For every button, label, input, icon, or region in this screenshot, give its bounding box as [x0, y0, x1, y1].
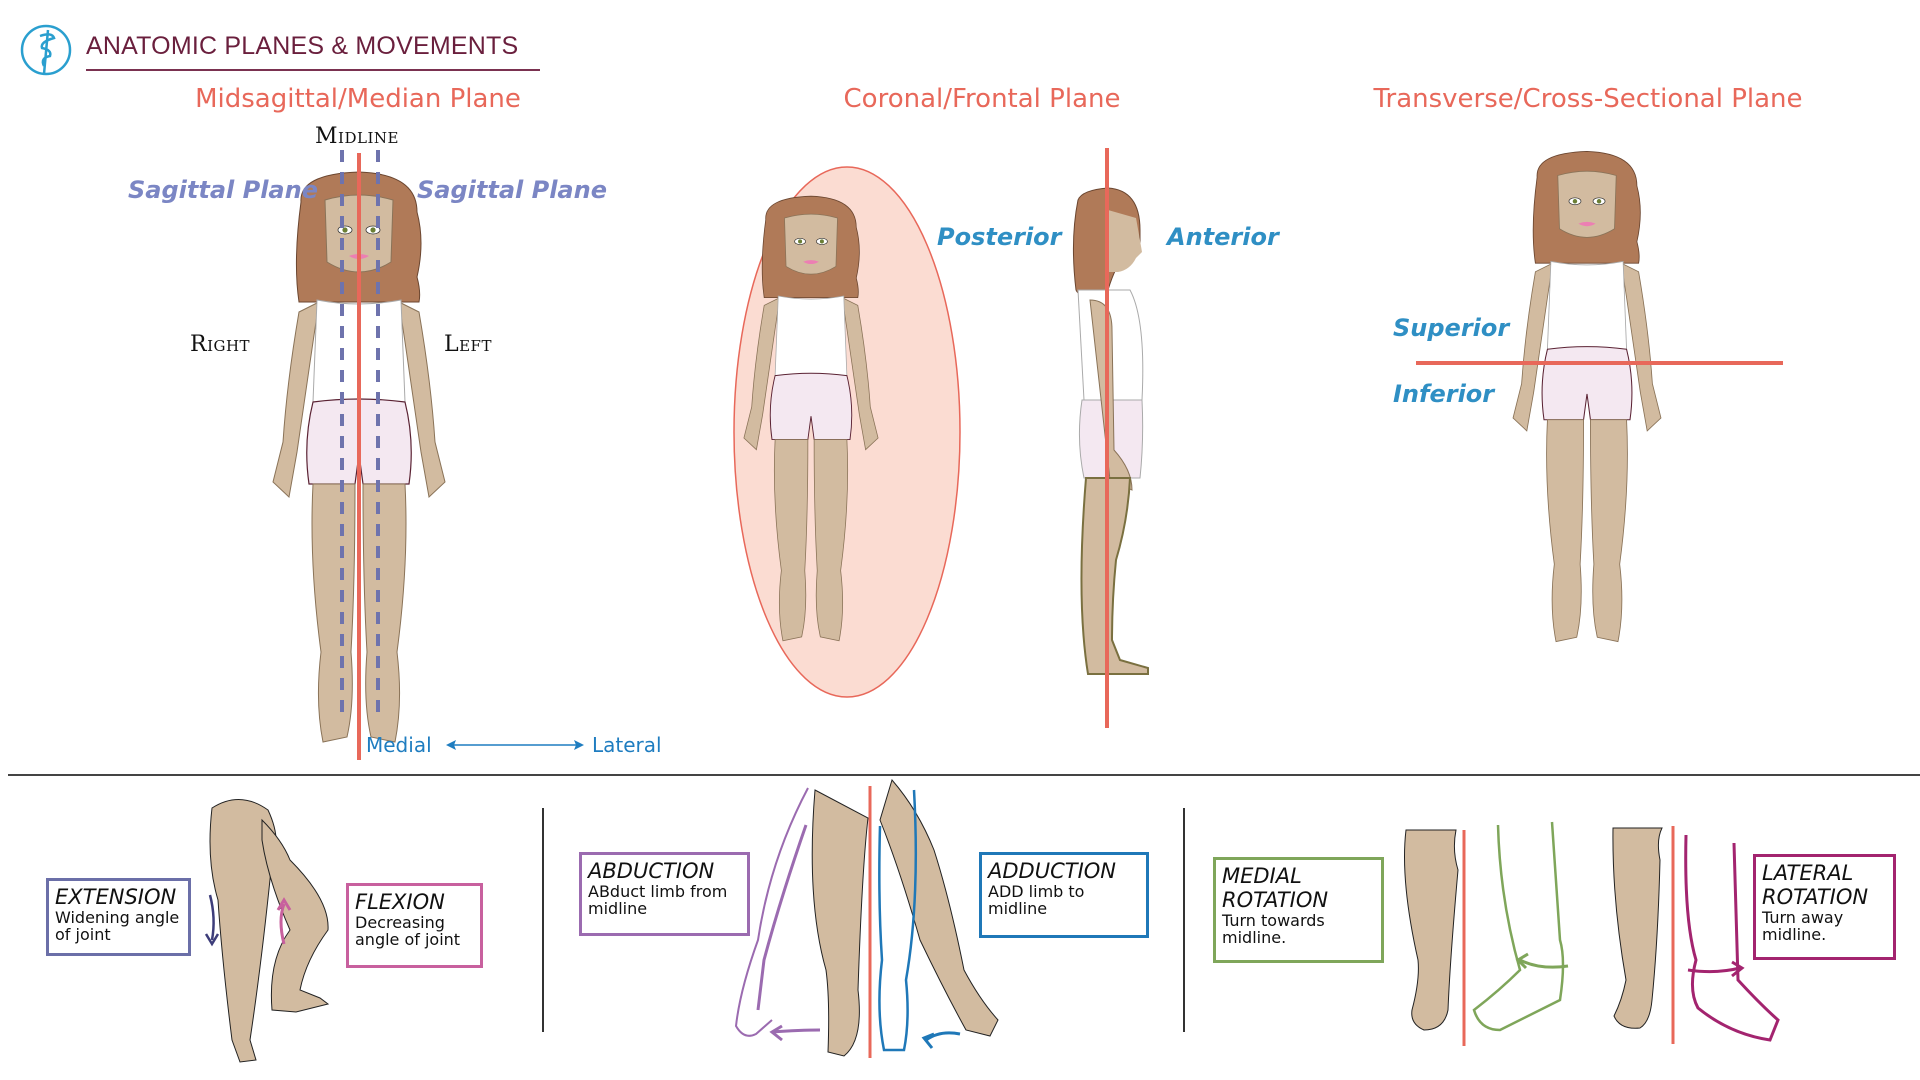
anterior-label: Anterior — [1167, 223, 1279, 251]
abduction-title: ABDUCTION — [588, 859, 715, 883]
caduceus-icon — [20, 24, 72, 76]
legs-flexion-extension — [204, 799, 330, 1063]
section-divider — [8, 774, 1920, 776]
flexion-box: FLEXION Decreasing angle of joint — [346, 883, 483, 968]
legs-abduction-adduction — [734, 778, 999, 1058]
abduction-desc: ABduct limb from midline — [588, 882, 728, 918]
posterior-label: Posterior — [937, 223, 1062, 251]
abduction-box: ABDUCTION ABduct limb from midline — [579, 852, 750, 936]
superior-label: Superior — [1393, 314, 1510, 342]
flexion-desc: Decreasing angle of joint — [355, 913, 461, 949]
title-underline — [86, 69, 540, 71]
midline-label: Midline — [315, 124, 399, 149]
inferior-label: Inferior — [1393, 380, 1495, 408]
column-divider-2 — [1183, 808, 1185, 1032]
extension-title: EXTENSION — [55, 885, 177, 909]
extension-desc: Widening angle of joint — [55, 908, 180, 944]
lateral-rotation-box: LATERAL ROTATION Turn away midline. — [1753, 854, 1896, 960]
figure-transverse — [1512, 150, 1662, 643]
sagittal-plane-label-right: Sagittal Plane — [417, 176, 607, 204]
adduction-box: ADDUCTION ADD limb to midline — [979, 852, 1149, 938]
adduction-title: ADDUCTION — [988, 859, 1116, 883]
medial-rotation-desc: Turn towards midline. — [1222, 911, 1325, 947]
medial-label: Medial — [366, 733, 432, 757]
medial-rotation-title: MEDIAL ROTATION — [1222, 864, 1329, 912]
lateral-label: Lateral — [592, 733, 662, 757]
extension-box: EXTENSION Widening angle of joint — [46, 878, 191, 956]
lateral-rotation-desc: Turn away midline. — [1762, 908, 1844, 944]
flexion-title: FLEXION — [355, 890, 445, 914]
left-label: Left — [444, 332, 492, 357]
figure-profile — [1072, 187, 1149, 675]
adduction-desc: ADD limb to midline — [988, 882, 1085, 918]
lateral-rotation-title: LATERAL ROTATION — [1762, 861, 1869, 909]
legs-rotation — [1404, 821, 1780, 1046]
medial-rotation-box: MEDIAL ROTATION Turn towards midline. — [1213, 857, 1384, 963]
column-divider-1 — [542, 808, 544, 1032]
logo — [18, 22, 74, 78]
coronal-title: Coronal/Frontal Plane — [843, 84, 1121, 114]
page-title: ANATOMIC PLANES & MOVEMENTS — [86, 32, 519, 60]
right-label: Right — [190, 332, 251, 357]
transverse-title: Transverse/Cross-Sectional Plane — [1373, 84, 1803, 114]
sagittal-plane-label-left: Sagittal Plane — [128, 176, 318, 204]
midsagittal-title: Midsagittal/Median Plane — [195, 84, 521, 114]
